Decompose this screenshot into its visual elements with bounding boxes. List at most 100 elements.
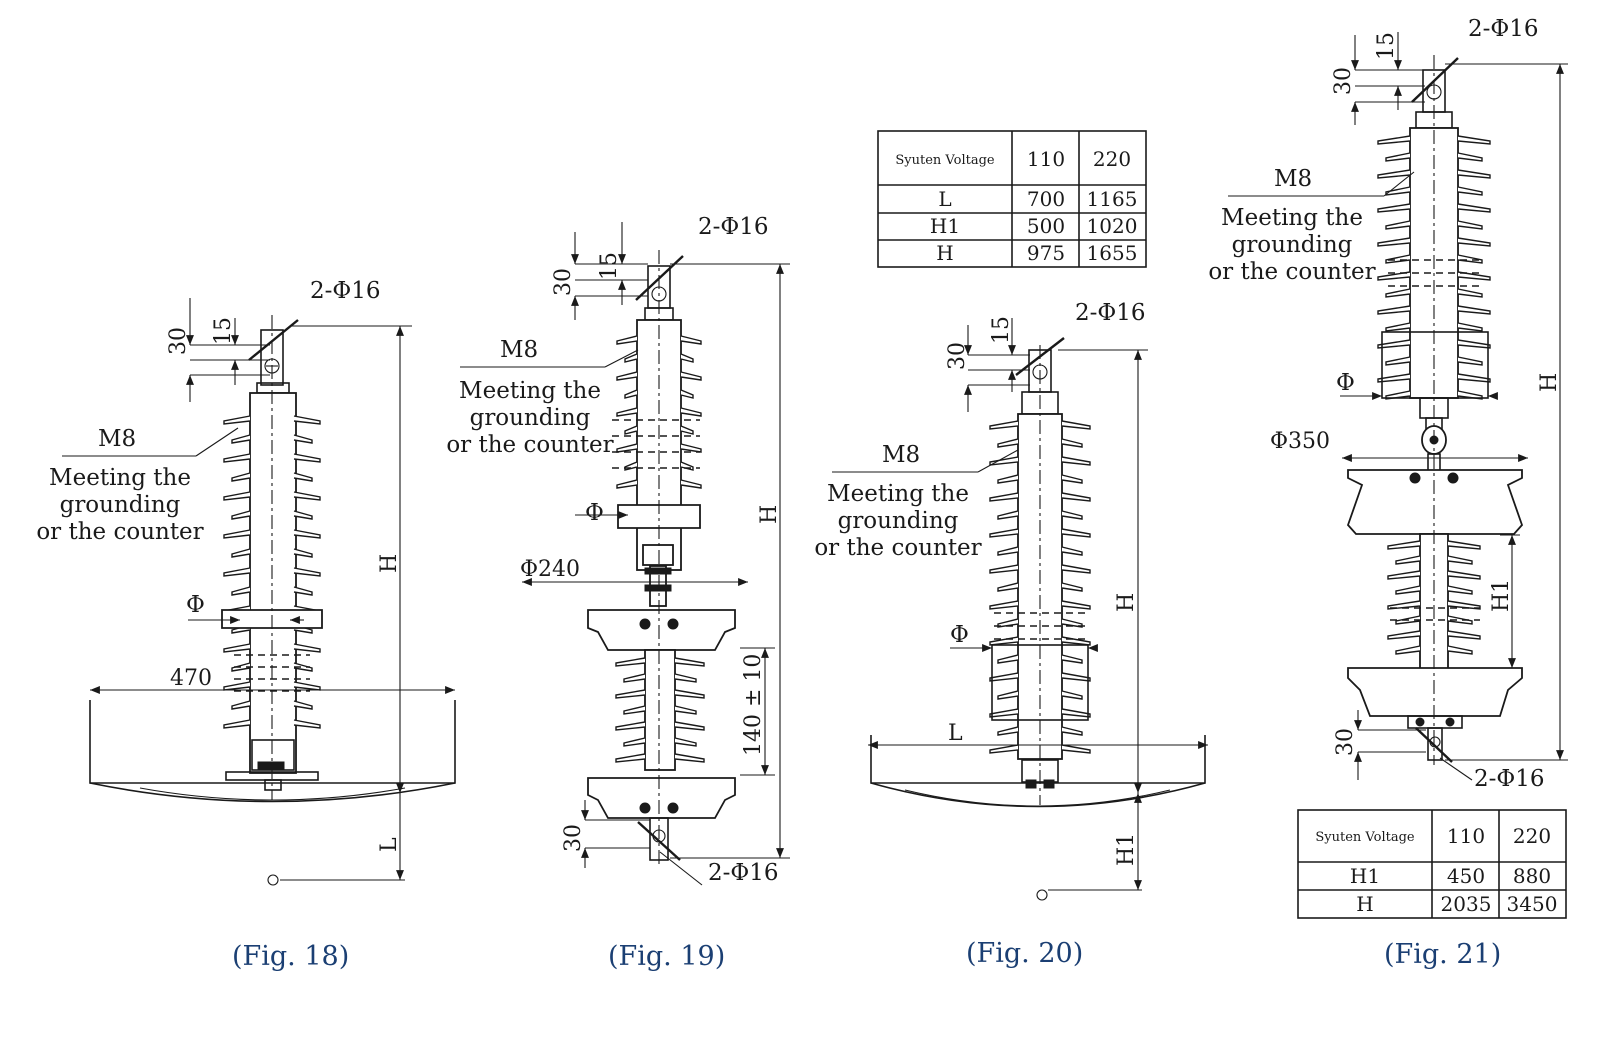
fig19-dim-phi240: Φ240 xyxy=(520,557,580,582)
insulator-shed xyxy=(1387,540,1481,550)
fig19-dim-30-top: 30 xyxy=(551,268,576,296)
fig19-phi-label: Φ xyxy=(585,500,604,526)
fig21-dim-h: H xyxy=(1537,373,1562,392)
fig21-phi-label: Φ xyxy=(1336,370,1355,396)
insulator-shed xyxy=(989,708,1091,718)
fig20-table-row2-110: 500 xyxy=(1027,214,1065,238)
insulator-shed xyxy=(231,434,313,444)
insulator-shed xyxy=(231,548,313,558)
insulator-shed xyxy=(1395,615,1473,625)
fig20-table-row3-label: H xyxy=(936,241,953,265)
fig20-phi16-label: 2-Φ16 xyxy=(1075,300,1146,326)
insulator-shed xyxy=(1387,630,1481,640)
fig19-phi16-top-label: 2-Φ16 xyxy=(698,214,769,240)
insulator-shed xyxy=(1385,254,1483,264)
fig19-caption: (Fig. 19) xyxy=(608,941,725,972)
fig20-table-header-220: 220 xyxy=(1093,147,1131,171)
fig-18-drawing: 2-Φ16 30 15 M8 Meeting the grounding or … xyxy=(36,278,456,972)
insulator-shed xyxy=(623,737,697,747)
fig-21-drawing: Syuten Voltage 110 220 H1 450 880 H 2035… xyxy=(1208,16,1568,970)
fig19-dim-140: 140 ± 10 xyxy=(741,654,766,756)
fig18-dim-l: L xyxy=(377,837,402,852)
fig20-dim-l: L xyxy=(948,721,963,746)
insulator-shed xyxy=(1395,585,1473,595)
insulator-shed xyxy=(1385,186,1483,196)
insulator-shed xyxy=(989,492,1091,502)
fig21-phi16-top-label: 2-Φ16 xyxy=(1468,16,1539,42)
insulator-shed xyxy=(1385,220,1483,230)
insulator-shed xyxy=(223,415,321,425)
fig21-table-row1-220: 880 xyxy=(1513,864,1551,888)
insulator-shed xyxy=(997,546,1083,556)
insulator-shed xyxy=(615,753,705,763)
fig20-meeting-line1: Meeting the xyxy=(827,481,969,507)
insulator-shed xyxy=(615,721,705,731)
insulator-shed xyxy=(989,456,1091,466)
insulator-shed xyxy=(231,586,313,596)
fig18-meeting-line3: or the counter xyxy=(36,519,203,545)
fig20-dim-h1: H1 xyxy=(1114,833,1139,866)
insulator-shed xyxy=(1395,555,1473,565)
fig20-table-row1-220: 1165 xyxy=(1087,187,1138,211)
insulator-shed xyxy=(231,510,313,520)
fig20-table-row2-220: 1020 xyxy=(1087,214,1138,238)
insulator-shed xyxy=(615,689,705,699)
fig21-m8-label: M8 xyxy=(1274,166,1312,192)
fig18-dim-h: H xyxy=(377,554,402,573)
fig20-meeting-line2: grounding xyxy=(838,508,959,534)
insulator-shed xyxy=(1377,271,1491,281)
fig19-m8-label: M8 xyxy=(500,337,538,363)
insulator-shed xyxy=(616,371,702,381)
insulator-shed xyxy=(997,726,1083,736)
fig20-table-header-label: Syuten Voltage xyxy=(895,153,995,168)
fig21-phi16-bottom-label: 2-Φ16 xyxy=(1474,766,1545,792)
fig21-dim-h1: H1 xyxy=(1489,579,1514,612)
fig19-meeting-line2: grounding xyxy=(470,405,591,431)
fig21-dim-30-bottom: 30 xyxy=(1333,728,1358,756)
insulator-shed xyxy=(223,453,321,463)
insulator-shed xyxy=(223,643,321,653)
fig-20-drawing: Syuten Voltage 110 220 L 700 1165 H1 500… xyxy=(814,130,1208,969)
insulator-shed xyxy=(615,657,705,667)
insulator-shed xyxy=(1377,135,1491,145)
insulator-shed xyxy=(989,420,1091,430)
fig20-m8-label: M8 xyxy=(882,442,920,468)
insulator-shed xyxy=(997,690,1083,700)
insulator-shed xyxy=(223,719,321,729)
insulator-shed xyxy=(624,353,694,363)
insulator-shed xyxy=(1377,203,1491,213)
insulator-shed xyxy=(1385,288,1483,298)
insulator-shed xyxy=(223,529,321,539)
insulator-shed xyxy=(997,654,1083,664)
insulator-shed xyxy=(1385,356,1483,366)
fig21-dim-phi350: Φ350 xyxy=(1270,429,1330,454)
fig21-table-header-110: 110 xyxy=(1447,824,1485,848)
fig21-meeting-line2: grounding xyxy=(1232,232,1353,258)
fig21-meeting-line3: or the counter xyxy=(1208,259,1375,285)
insulator-shed xyxy=(616,479,702,489)
insulator-shed xyxy=(624,389,694,399)
fig19-phi16-bottom-label: 2-Φ16 xyxy=(708,860,779,886)
fig20-dim-15: 15 xyxy=(989,316,1014,344)
fig19-dim-30-bottom: 30 xyxy=(561,824,586,852)
insulator-shed xyxy=(989,672,1091,682)
insulator-shed xyxy=(223,491,321,501)
fig20-meeting-line3: or the counter xyxy=(814,535,981,561)
fig20-caption: (Fig. 20) xyxy=(966,938,1083,969)
insulator-shed xyxy=(623,705,697,715)
insulator-shed xyxy=(1385,152,1483,162)
insulator-shed xyxy=(989,600,1091,610)
fig18-dim-470: 470 xyxy=(170,666,212,691)
insulator-shed xyxy=(624,425,694,435)
fig21-table: Syuten Voltage 110 220 H1 450 880 H 2035… xyxy=(1297,809,1567,919)
insulator-shed xyxy=(1377,339,1491,349)
fig21-meeting-line1: Meeting the xyxy=(1221,205,1363,231)
insulator-shed xyxy=(989,636,1091,646)
insulator-shed xyxy=(1395,645,1473,655)
insulator-shed xyxy=(997,438,1083,448)
insulator-shed xyxy=(1387,570,1481,580)
fig20-table-header-110: 110 xyxy=(1027,147,1065,171)
fig21-table-header-label: Syuten Voltage xyxy=(1315,830,1415,845)
insulator-shed xyxy=(1385,322,1483,332)
